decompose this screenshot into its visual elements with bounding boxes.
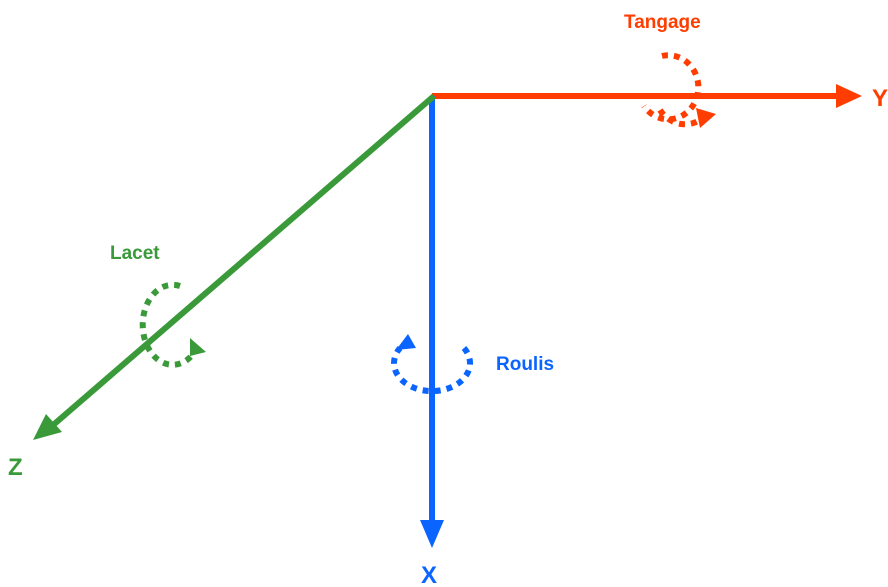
z-axis-arrowhead xyxy=(33,414,62,440)
roll-label: Roulis xyxy=(496,354,554,375)
yaw-rotation-icon xyxy=(139,281,206,368)
x-axis-label: X xyxy=(421,562,437,587)
roll-rotation-icon xyxy=(391,334,473,395)
z-axis-label: Z xyxy=(8,454,23,481)
yaw-label: Lacet xyxy=(110,243,160,264)
x-axis-arrowhead xyxy=(420,520,444,548)
x-axis xyxy=(420,96,444,548)
z-axis xyxy=(33,93,436,440)
y-axis-label: Y xyxy=(872,85,888,112)
y-axis-arrowhead xyxy=(836,84,862,108)
pitch-label: Tangage xyxy=(624,12,701,33)
y-axis xyxy=(432,84,862,108)
pitch-rotation-icon xyxy=(641,52,716,128)
